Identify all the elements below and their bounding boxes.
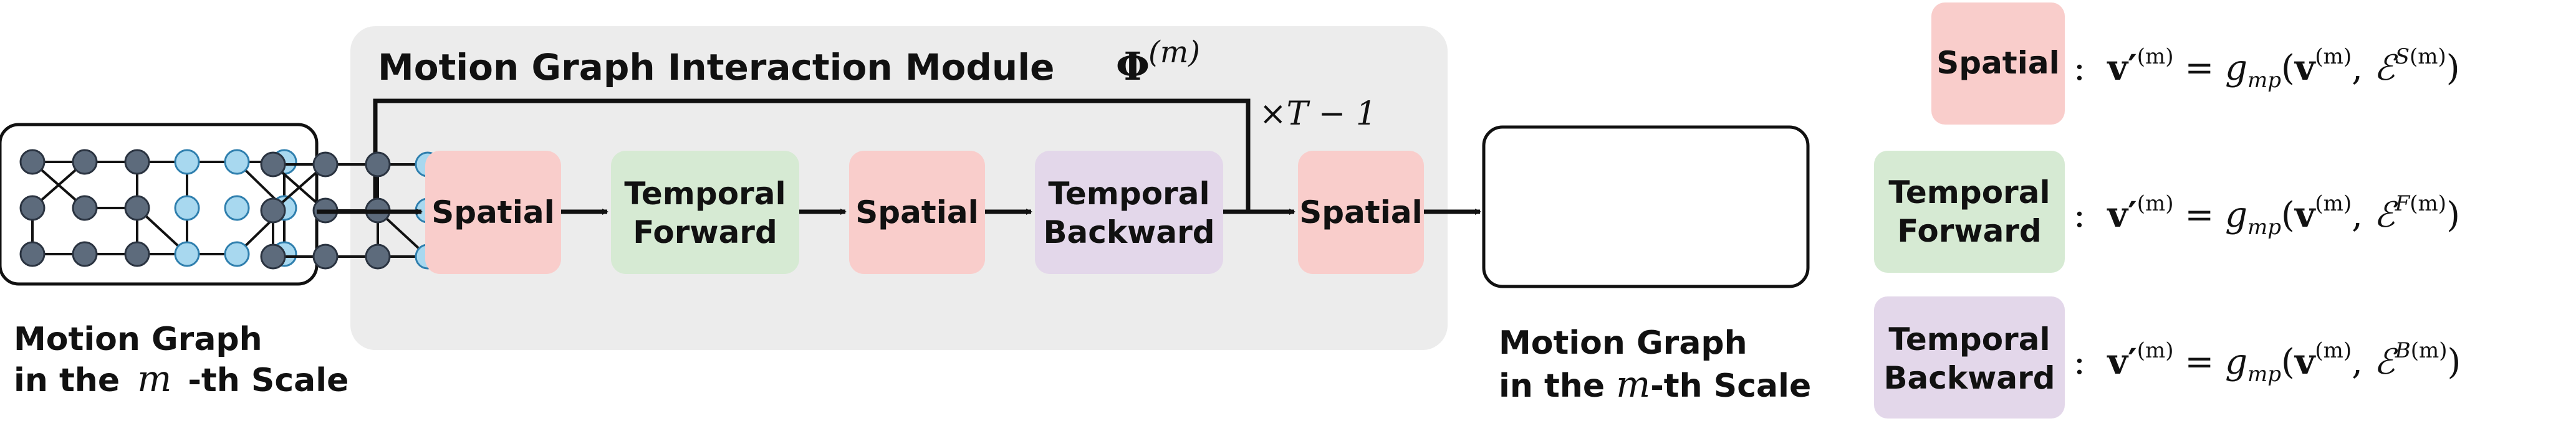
graph-node-dark [124, 241, 150, 267]
temporal-forward-label-2: Forward [633, 214, 777, 250]
legend-forward-label-2: Forward [1897, 213, 2042, 249]
graph-node-dark [19, 149, 46, 175]
graph-node-light [174, 241, 200, 267]
output-caption: Motion Graph in the m-th Scale [1499, 323, 1811, 407]
graph-node-dark [124, 149, 150, 175]
graph-node-light [174, 195, 200, 221]
spatial-box-2-label: Spatial [855, 194, 978, 230]
input-caption-line1: Motion Graph [14, 321, 262, 358]
temporal-forward-box [611, 151, 799, 274]
graph-node-dark [72, 195, 98, 221]
graph-node-dark [19, 241, 46, 267]
module-title-symbol: Φ [1116, 44, 1150, 89]
temporal-backward-label-1: Temporal [1048, 176, 1209, 212]
graph-node-dark [72, 149, 98, 175]
legend-backward-label-2: Backward [1883, 360, 2055, 396]
graph-node-light [224, 195, 250, 221]
module-title-superscript: (m) [1148, 35, 1200, 70]
spatial-box-3 [1298, 151, 1424, 274]
graph-node-dark [312, 151, 339, 177]
graph-node-light [224, 149, 250, 175]
graph-node-dark [365, 244, 391, 270]
legend-spatial-label: Spatial [1936, 45, 2059, 81]
graph-node-dark [312, 244, 339, 270]
temporal-backward-box [1035, 151, 1223, 274]
graph-node-dark [260, 197, 286, 224]
legend-backward-box [1874, 296, 2065, 419]
output-caption-line1-text: Motion Graph [1499, 324, 1747, 362]
spatial-box-3-label: Spatial [1299, 194, 1422, 230]
graph-node-dark [365, 151, 391, 177]
legend-backward-label-1: Temporal [1888, 321, 2050, 357]
graph-node-dark [260, 151, 286, 177]
spatial-box-1-label: Spatial [431, 194, 554, 230]
legend-equation-backward: : v′(m) = gmp(v(m), ℰB(m)) [2074, 338, 2461, 387]
legend-forward-label-1: Temporal [1888, 174, 2050, 210]
temporal-backward-label-2: Backward [1043, 214, 1214, 250]
legend-equation-forward: : v′(m) = gmp(v(m), ℰF(m)) [2074, 191, 2460, 240]
graph-node-light [224, 241, 250, 267]
output-graph-box [1482, 125, 1810, 288]
input-caption-line2: in the m -th Scale [14, 357, 348, 400]
output-caption-line2-text: in the m-th Scale [1499, 363, 1812, 405]
spatial-box-2 [849, 151, 985, 274]
module-title: Motion Graph Interaction Module [378, 46, 1054, 88]
graph-node-dark [260, 244, 286, 270]
graph-node-dark [72, 241, 98, 267]
graph-node-dark [124, 195, 150, 221]
legend-equation-spatial: : v′(m) = gmp(v(m), ℰS(m)) [2074, 44, 2460, 93]
legend-spatial-box [1931, 2, 2065, 125]
spatial-box-1 [425, 151, 561, 274]
graph-node-light [174, 149, 200, 175]
graph-node-dark [19, 195, 46, 221]
legend-forward-box [1874, 151, 2065, 273]
input-motion-graph [19, 149, 297, 267]
repeat-label: ×T − 1 [1259, 95, 1377, 133]
temporal-forward-label-1: Temporal [624, 176, 786, 212]
